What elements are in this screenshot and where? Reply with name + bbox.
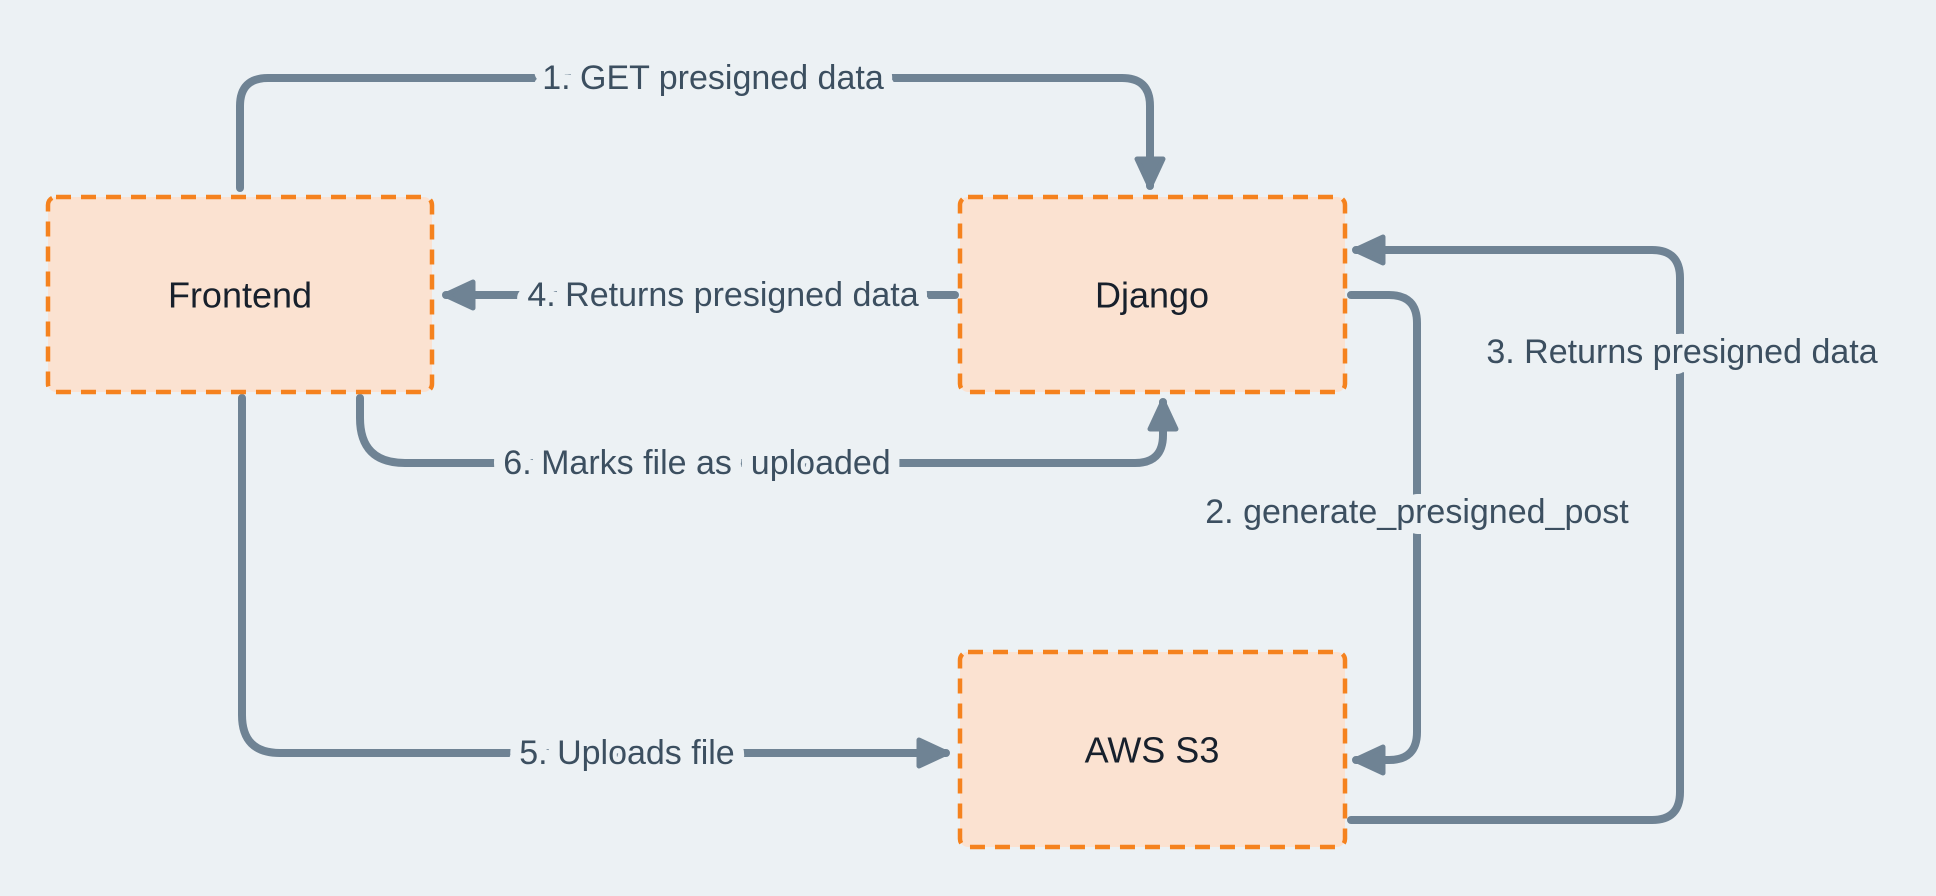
edge-label-6: 6. Marks file as uploaded: [503, 444, 890, 482]
edge-6-marks-file-uploaded: [356, 394, 1179, 467]
node-frontend-box: [45, 194, 435, 395]
edge-label-3: 3. Returns presigned data: [1486, 333, 1877, 371]
node-django: Django: [957, 194, 1348, 395]
edge-5-uploads-file: [238, 394, 950, 769]
node-aws-s3-box: [957, 649, 1348, 850]
node-frontend-label: Frontend: [168, 275, 312, 316]
edge-label-1: 1. GET presigned data: [542, 59, 884, 97]
node-django-label: Django: [1095, 275, 1209, 316]
edge-2-generate-presigned-post: [1347, 291, 1421, 776]
node-aws-s3-label: AWS S3: [1085, 730, 1220, 771]
node-aws-s3: AWS S3: [957, 649, 1348, 850]
edge-3-returns-presigned-data: [1347, 234, 1684, 824]
edge-group: [236, 74, 1684, 824]
edge-label-5: 5. Uploads file: [519, 734, 734, 772]
edge-1-get-presigned-data: [236, 74, 1166, 192]
node-django-box: [957, 194, 1348, 395]
node-frontend: Frontend: [45, 194, 435, 395]
edge-label-2: 2. generate_presigned_post: [1205, 493, 1629, 531]
edge-label-4: 4. Returns presigned data: [527, 276, 918, 314]
